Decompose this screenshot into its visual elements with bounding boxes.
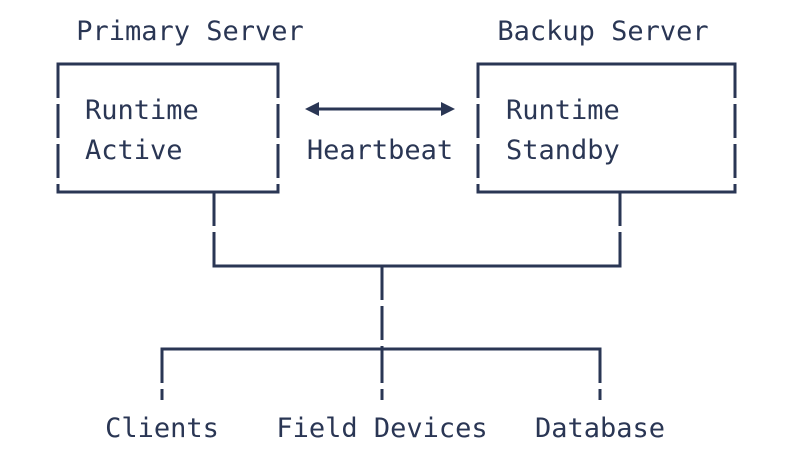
arrow-layer — [305, 102, 455, 116]
heartbeat-arrow-label: Heartbeat — [307, 135, 453, 166]
database-node-label: Database — [535, 413, 665, 444]
heartbeat-arrow — [305, 102, 455, 116]
primary-server-title: Primary Server — [76, 16, 304, 47]
backup-server-box-line-0: Runtime — [506, 95, 620, 126]
box-layer — [56, 62, 737, 194]
primary-server-box — [56, 62, 280, 194]
connector-layer — [160, 192, 622, 400]
heartbeat-arrow-head-right — [441, 102, 455, 116]
field-devices-node-label: Field Devices — [276, 413, 487, 444]
primary-server-box-line-0: Runtime — [85, 95, 199, 126]
clients-node-label: Clients — [105, 413, 219, 444]
backup-server-box-line-1: Standby — [506, 135, 620, 166]
backup-server-title: Backup Server — [497, 16, 708, 47]
primary-server-box-line-1: Active — [85, 135, 183, 166]
backup-server-box — [476, 62, 737, 194]
heartbeat-arrow-head-left — [305, 102, 319, 116]
